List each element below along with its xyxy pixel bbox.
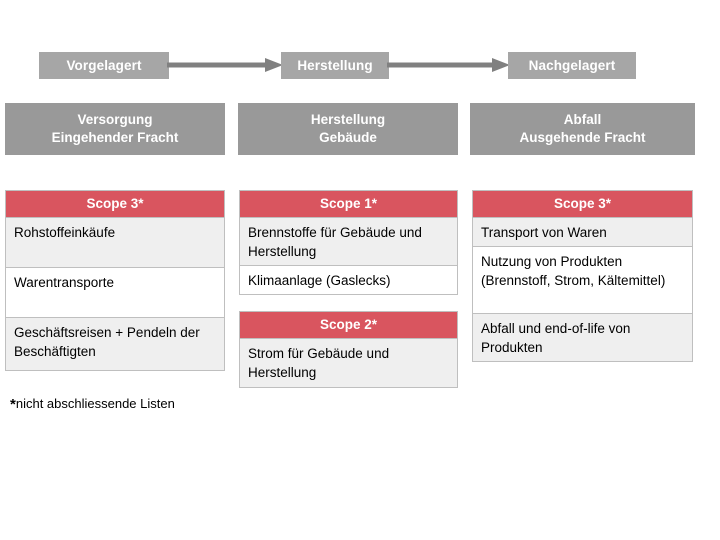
footnote-asterisk: * [10,396,16,413]
footnote-text: nicht abschliessende Listen [15,396,175,411]
table-row: Abfall und end-of-life von Produkten [473,313,692,361]
table-row: Transport von Waren [473,217,692,246]
scope-table-production-scope2: Scope 2* Strom für Gebäude und Herstellu… [239,311,458,388]
table-row: Brennstoffe für Gebäude und Herstellung [240,217,457,265]
banner-line-1: Versorgung [77,112,153,127]
banner-line-1: Herstellung [310,112,386,127]
category-banner-versorgung: Versorgung Eingehender Fracht [5,103,225,155]
scope-table-header: Scope 1* [240,191,457,217]
stage-chip-nachgelagert[interactable]: Nachgelagert [508,52,636,79]
banner-line-2: Gebäude [319,130,377,145]
flow-arrow-icon-upstream-to-production [167,58,283,72]
category-banner-abfall: Abfall Ausgehende Fracht [470,103,695,155]
banner-line-2: Ausgehende Fracht [519,130,646,145]
scope-table-downstream-scope3: Scope 3* Transport von Waren Nutzung von… [472,190,693,362]
stage-chip-vorgelagert[interactable]: Vorgelagert [39,52,169,79]
stage-chip-herstellung[interactable]: Herstellung [281,52,389,79]
banner-line-2: Eingehender Fracht [51,130,179,145]
scope-table-header: Scope 3* [6,191,224,217]
table-row: Nutzung von Produkten (Brennstoff, Strom… [473,246,692,313]
table-row: Rohstoffeinkäufe [6,217,224,267]
scope-table-upstream-scope3: Scope 3* Rohstoffeinkäufe Warentransport… [5,190,225,371]
category-banner-herstellung: Herstellung Gebäude [238,103,458,155]
scope-table-production-scope1: Scope 1* Brennstoffe für Gebäude und Her… [239,190,458,295]
table-row: Warentransporte [6,267,224,317]
scope-table-header: Scope 3* [473,191,692,217]
flow-arrow-icon-production-to-downstream [387,58,510,72]
scope-table-header: Scope 2* [240,312,457,338]
footnote: *nicht abschliessende Listen [10,396,175,413]
table-row: Klimaanlage (Gaslecks) [240,265,457,294]
table-row: Strom für Gebäude und Herstellung [240,338,457,387]
table-row: Geschäftsreisen + Pendeln der Beschäftig… [6,317,224,370]
banner-line-1: Abfall [563,112,602,127]
